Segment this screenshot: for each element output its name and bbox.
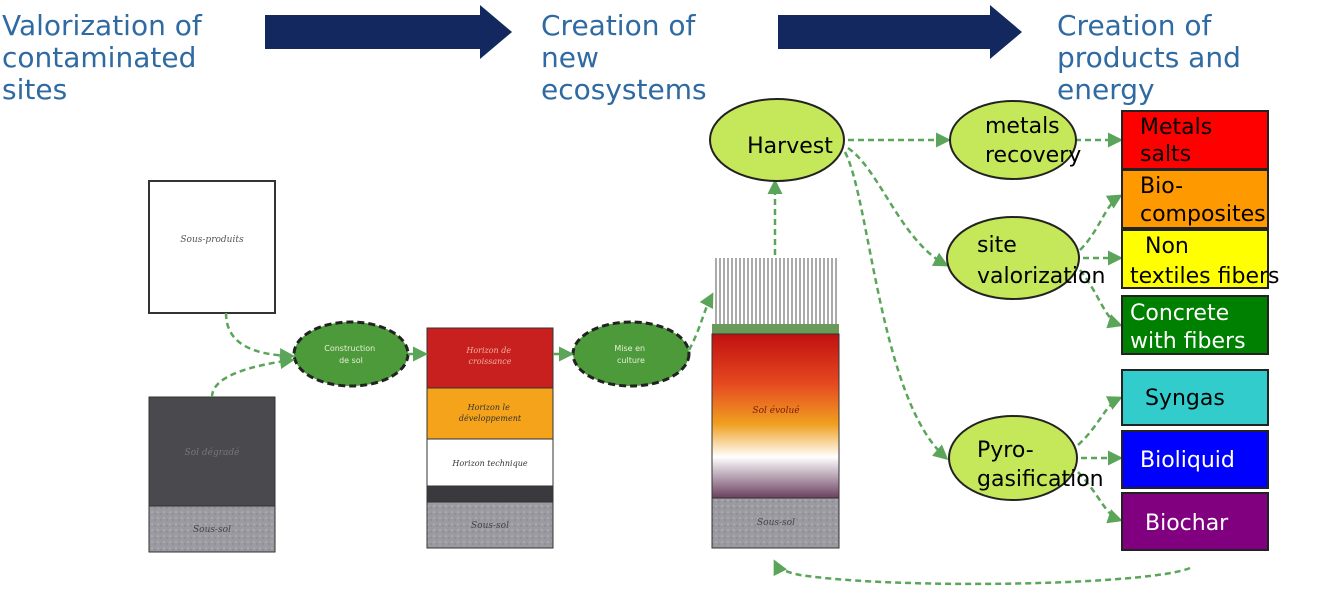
concrete-label: Concrete with fibers xyxy=(1130,301,1246,354)
construction-oval xyxy=(292,320,410,388)
flow-arrow-1 xyxy=(265,5,512,59)
horizon-croissance-line1: Horizon de xyxy=(465,346,511,355)
pyro-line2: gasification xyxy=(977,467,1104,492)
arrow-pyro-biochar xyxy=(1077,471,1123,524)
nontex-line1: Non xyxy=(1145,234,1189,259)
arrow-site-concrete xyxy=(1079,269,1123,329)
sous-sol-2-box xyxy=(426,501,554,549)
sol-degrade-label: Sol dégradé xyxy=(185,447,241,458)
biocomposites-label: Bio- composites xyxy=(1140,174,1266,227)
arrow-biochar-return xyxy=(773,559,1191,586)
arrow-harvest-pyro xyxy=(843,151,949,460)
biochar-label: Biochar xyxy=(1145,511,1229,536)
biochar-box xyxy=(1121,492,1269,551)
arrow-site-bio xyxy=(1079,194,1123,251)
sol-evolue-label: Sol évolué xyxy=(752,405,800,416)
construction-label: Construction de sol xyxy=(324,344,377,365)
horizon-developpement-box xyxy=(426,387,554,440)
bio-line2: composites xyxy=(1140,202,1266,227)
mise-line1: Mise en xyxy=(614,344,645,353)
metals-salts-line2: salts xyxy=(1140,142,1191,167)
syngas-label: Syngas xyxy=(1145,386,1225,411)
flow-arrow-2 xyxy=(778,5,1022,59)
nontex-line2: textiles fibers xyxy=(1130,264,1280,289)
connectors xyxy=(210,132,1191,586)
header-ecosystems: Creation of new ecosystems xyxy=(541,9,707,106)
header-valorization: Valorization of contaminated sites xyxy=(2,9,202,106)
sous-sol-3-box xyxy=(711,497,840,549)
metals-recovery-oval[interactable] xyxy=(949,100,1077,180)
site-valorization-label: site valorization xyxy=(977,233,1105,289)
bioliquid-label: Bioliquid xyxy=(1140,448,1235,473)
header-products: Creation of products and energy xyxy=(1057,9,1241,106)
biocomposites-box xyxy=(1121,169,1269,229)
concrete-line1: Concrete xyxy=(1130,301,1229,326)
metals-salts-label: Metals salts xyxy=(1140,115,1219,167)
arrow-harvest-site xyxy=(847,146,949,267)
construction-line1: Construction xyxy=(324,344,375,353)
construction-line2: de sol xyxy=(339,356,363,365)
horizon-croissance-line2: croissance xyxy=(468,357,511,366)
sous-sol-3-label: Sous-sol xyxy=(757,518,795,528)
arrow-degrade-construction xyxy=(210,354,295,398)
pyro-line1: Pyro- xyxy=(977,438,1034,463)
non-textiles-box xyxy=(1121,229,1269,289)
horizon-developpement-label: Horizon le développement xyxy=(459,403,522,423)
mise-line2: culture xyxy=(617,356,645,365)
metals-salts-line1: Metals xyxy=(1140,115,1212,140)
metals-recovery-label: metals recovery xyxy=(985,114,1081,168)
metals-line1: metals xyxy=(985,114,1060,139)
concrete-line2: with fibers xyxy=(1130,329,1246,354)
site-valorization-oval[interactable] xyxy=(946,216,1080,300)
concrete-box xyxy=(1121,295,1269,355)
horizon-technique-box xyxy=(426,438,554,487)
harvest-oval[interactable] xyxy=(709,98,845,182)
pyrogasification-oval[interactable] xyxy=(948,415,1078,501)
plant-stems xyxy=(715,258,837,326)
sous-sol-1-label: Sous-sol xyxy=(193,525,231,535)
sous-sol-1-box xyxy=(148,505,276,553)
bioliquid-box xyxy=(1121,430,1269,489)
arrow-pyro-syngas xyxy=(1077,396,1123,446)
sol-evolue-box xyxy=(711,333,840,499)
horizon-croissance-label: Horizon de croissance xyxy=(465,346,513,366)
sous-sol-2-label: Sous-sol xyxy=(471,521,509,531)
mise-en-culture-label: Mise en culture xyxy=(614,344,647,365)
pyrogasification-label: Pyro- gasification xyxy=(977,438,1104,492)
green-top-layer xyxy=(712,324,839,334)
site-line2: valorization xyxy=(977,264,1105,289)
horizon-developpement-line2: développement xyxy=(459,414,522,423)
site-line1: site xyxy=(977,233,1017,258)
sol-degrade-box xyxy=(148,396,276,507)
arrow-sousproduits-construction xyxy=(224,312,295,364)
horizon-technique-label: Horizon technique xyxy=(451,459,527,468)
non-textiles-label: Non textiles fibers xyxy=(1130,234,1280,289)
arrow-mise-evolue xyxy=(687,292,714,351)
dark-layer xyxy=(426,485,554,503)
harvest-label: Harvest xyxy=(747,134,833,159)
metals-line2: recovery xyxy=(985,143,1081,168)
bio-line1: Bio- xyxy=(1140,174,1183,199)
sous-produits-label: Sous-produits xyxy=(180,235,244,245)
horizon-croissance-box xyxy=(426,327,554,389)
mise-en-culture-oval xyxy=(571,320,691,388)
sous-produits-box xyxy=(148,180,276,314)
horizon-developpement-line1: Horizon le xyxy=(467,403,510,412)
syngas-box xyxy=(1121,369,1269,426)
